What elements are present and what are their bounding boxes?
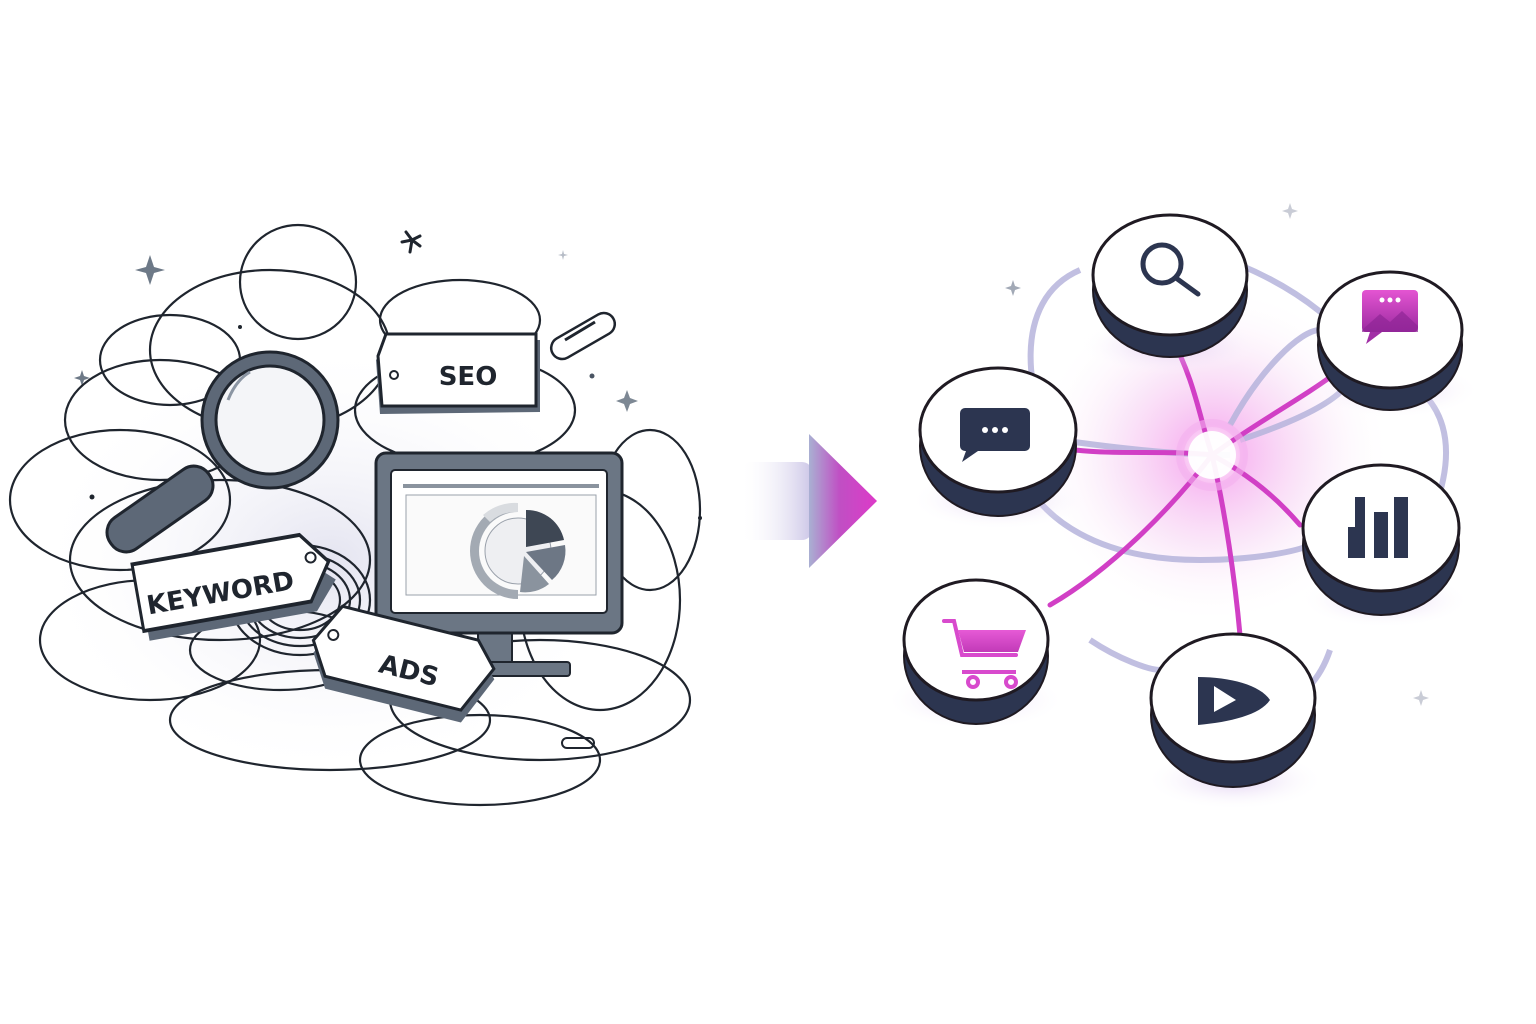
transform-arrow (740, 434, 877, 568)
seo-label: SEO (439, 362, 498, 392)
burst-icon (400, 230, 422, 254)
sparkle-icon (616, 390, 638, 412)
seo-tag: SEO (376, 332, 540, 414)
node-search[interactable] (1080, 213, 1260, 375)
node-shop[interactable] (885, 578, 1065, 730)
node-image-message[interactable] (1310, 270, 1480, 418)
sparkle-icon (1005, 280, 1021, 296)
hub-core (1188, 431, 1236, 479)
sparkle-icon (135, 255, 165, 285)
keyword-tag: KEYWORD (130, 532, 336, 641)
node-analytics[interactable] (1300, 463, 1470, 628)
chat-bubble-icon (960, 408, 1030, 462)
paperclip-icon (561, 737, 595, 749)
search-icon (1140, 242, 1201, 297)
sparkle-icon (1282, 203, 1298, 219)
node-video[interactable] (1145, 632, 1325, 810)
right-panel (885, 203, 1480, 810)
bar-chart-icon (1348, 497, 1408, 558)
paperclip-icon (549, 311, 617, 361)
monitor-icon (374, 451, 624, 677)
shopping-cart-icon (942, 619, 1026, 689)
image-message-icon (1362, 290, 1418, 344)
sparkle-icon (1413, 690, 1429, 706)
node-chat[interactable] (910, 366, 1090, 530)
magnifying-glass-icon (105, 350, 340, 554)
play-icon (1198, 677, 1270, 725)
ads-tag: ADS (311, 604, 496, 723)
sparkle-icon (558, 250, 568, 260)
left-panel: SEO (8, 223, 702, 807)
pie-chart-icon (470, 502, 566, 599)
sparkle-icon (74, 370, 90, 386)
